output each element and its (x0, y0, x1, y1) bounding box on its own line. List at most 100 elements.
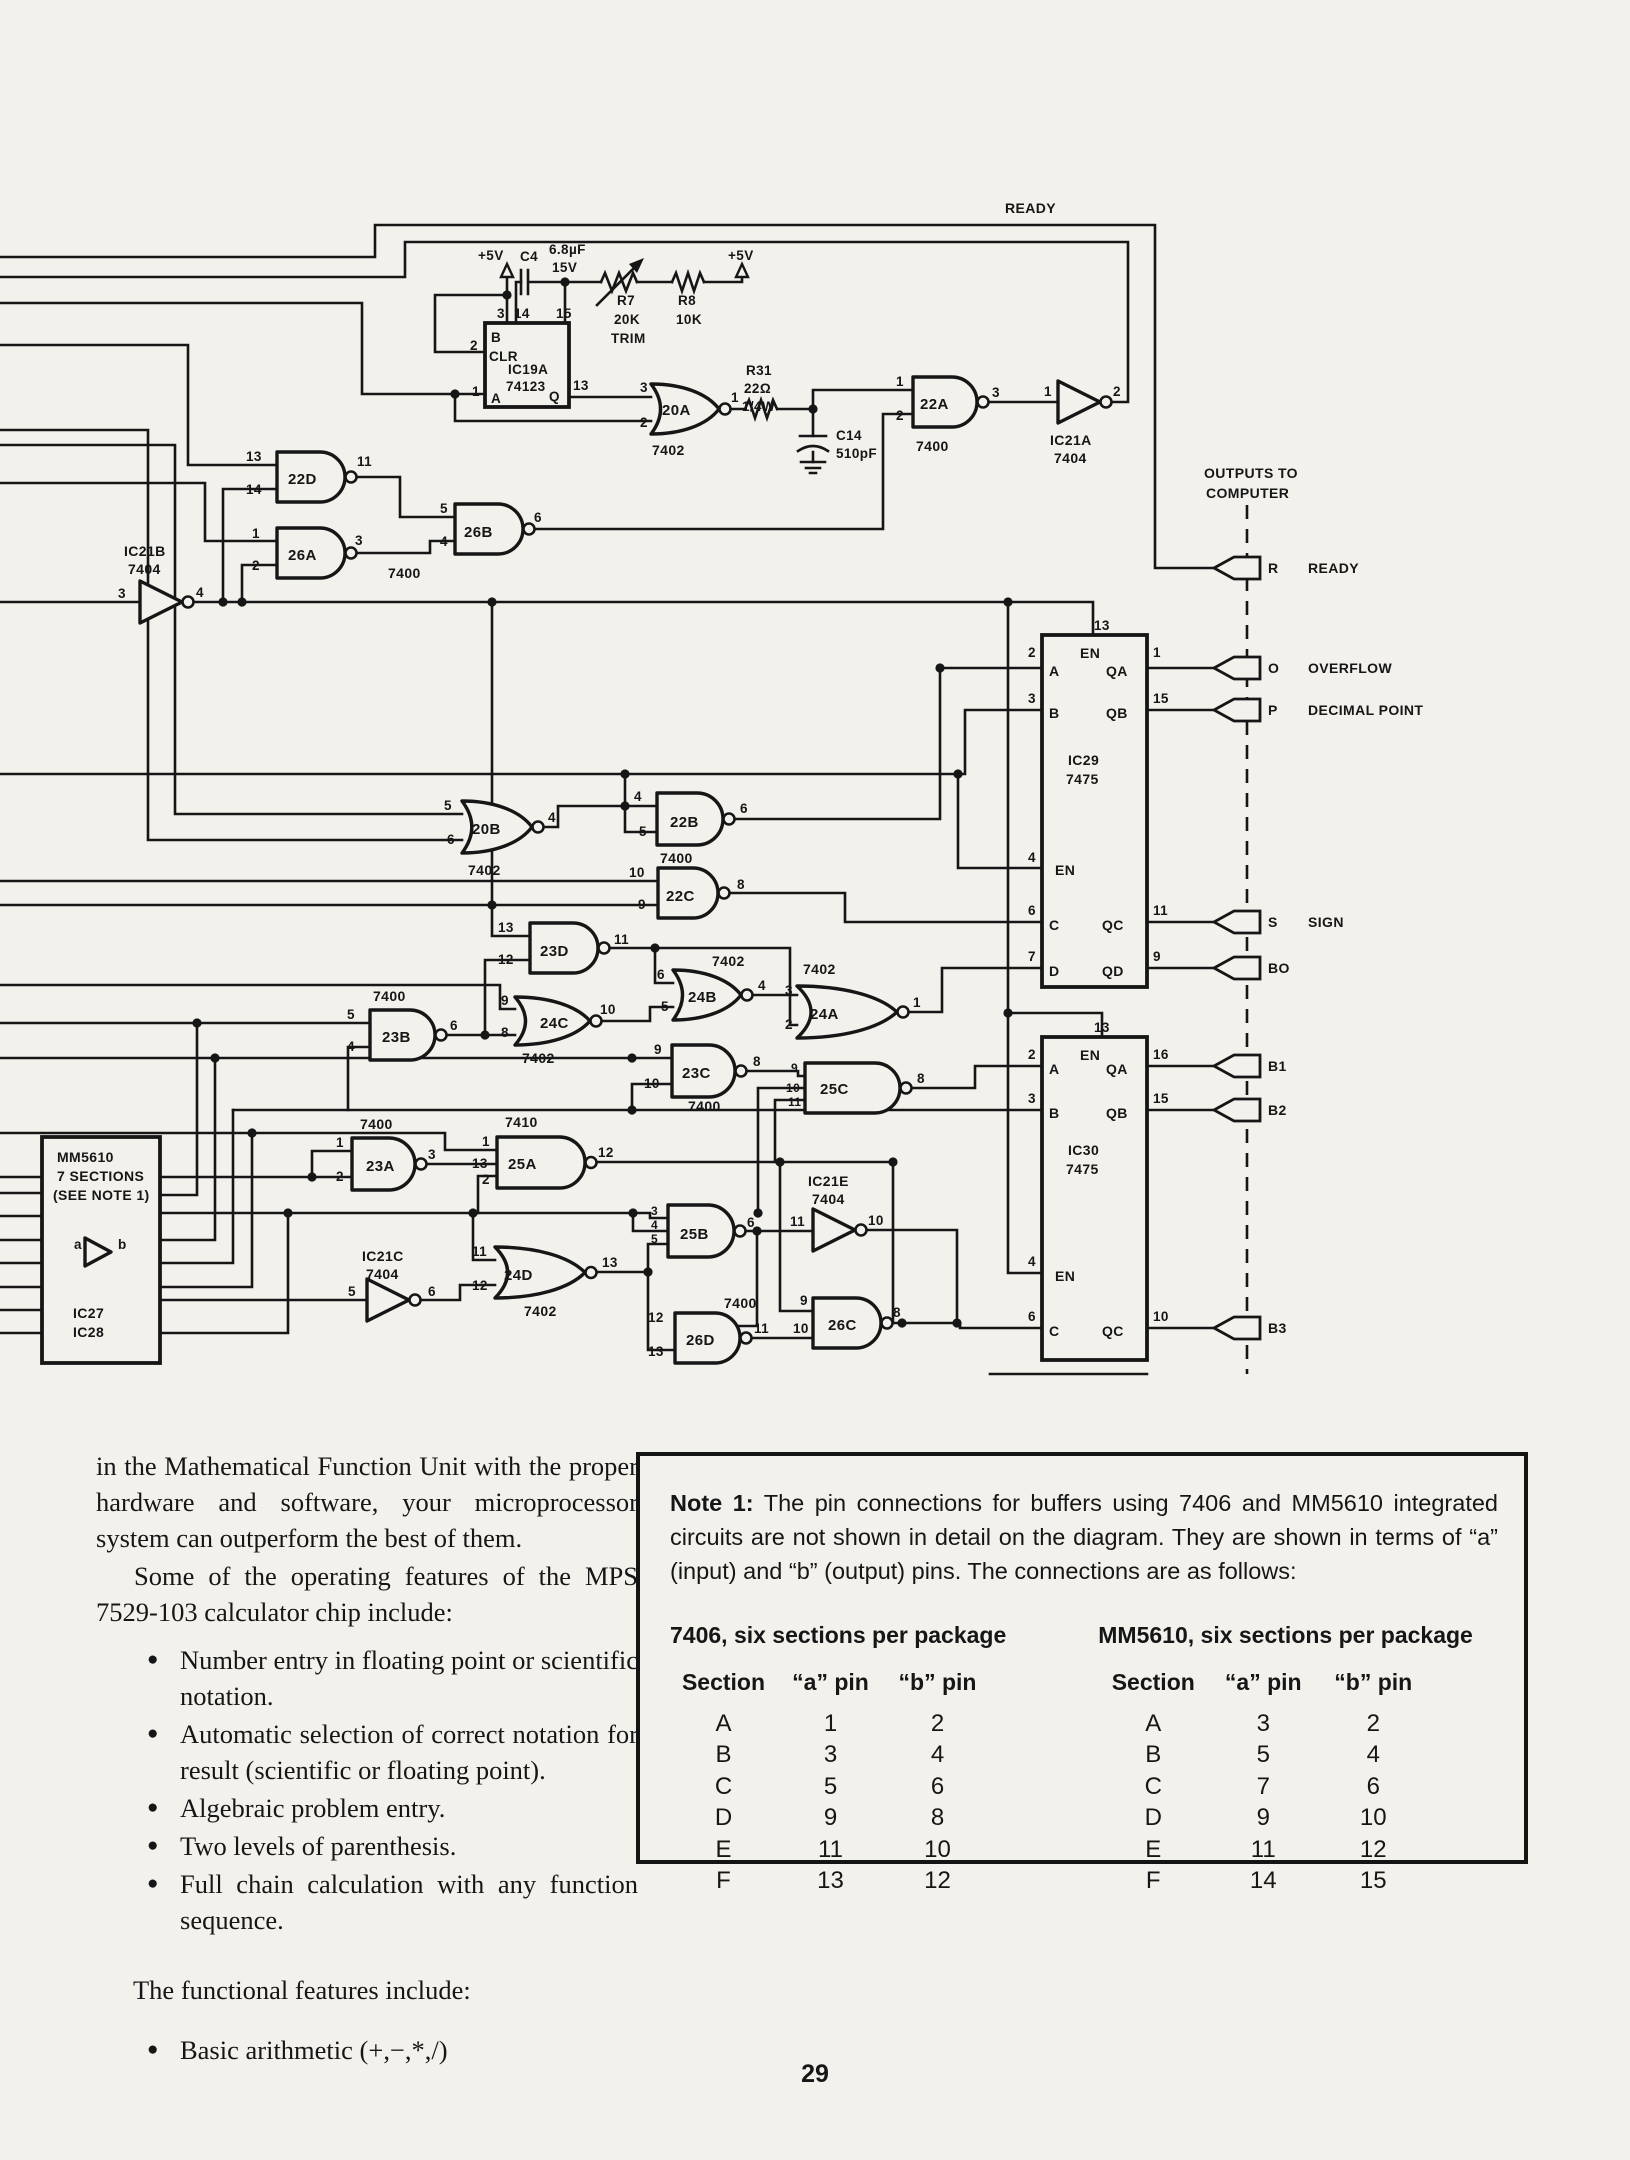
gate-bubble-25B (733, 1224, 747, 1238)
schematic-label: 4 (651, 1218, 658, 1232)
schematic-label: 7404 (366, 1266, 399, 1282)
schematic-label: EN (1055, 862, 1075, 878)
gate-bubble-20A (718, 402, 732, 416)
schematic-label: 10 (786, 1081, 800, 1095)
schematic-label: 24B (688, 989, 717, 1006)
ic-box-IC30 (1040, 1035, 1149, 1362)
schematic-label: 510pF (836, 446, 877, 461)
schematic-label: 23B (382, 1029, 411, 1046)
schematic-label: 10 (600, 1002, 616, 1017)
schematic-label: +5V (478, 248, 504, 263)
schematic-label: 3 (785, 983, 793, 998)
pin-table-cell: 3 (1256, 1709, 1270, 1737)
schematic-label: 13 (602, 1255, 618, 1270)
pin-table-cell: 3 (823, 1741, 838, 1769)
schematic-label: A (1049, 663, 1060, 679)
schematic-label: 9 (654, 1042, 662, 1057)
resistor-R31 (743, 395, 779, 423)
schematic-label: 7410 (505, 1114, 538, 1130)
schematic-label: 15 (1153, 691, 1169, 706)
feature-item: Full chain calculation with any function… (147, 1866, 638, 1938)
schematic-label: 4 (347, 1039, 355, 1054)
output-connector-O (1211, 655, 1262, 681)
schematic-label: 2 (336, 1169, 344, 1184)
gate-IC21A (1056, 379, 1102, 425)
schematic-label: IC29 (1068, 752, 1099, 768)
schematic-label: 25B (680, 1226, 709, 1243)
schematic-label: 7 (1028, 949, 1036, 964)
schematic-label: b (118, 1237, 127, 1252)
schematic-label: C14 (836, 428, 862, 443)
schematic-label: 13 (472, 1156, 488, 1171)
gate-20A (649, 382, 721, 436)
output-pin-S: S (1268, 914, 1278, 930)
output-connector-S (1211, 909, 1262, 935)
note-title: Note 1: (670, 1490, 754, 1516)
note-text: Note 1: The pin connections for buffers … (670, 1486, 1498, 1588)
pin-table-header: “a” pin (1224, 1669, 1302, 1695)
feature-item: Number entry in floating point or scient… (147, 1642, 638, 1714)
schematic-label: 7 SECTIONS (57, 1168, 144, 1184)
pin-table-cell: 11 (1250, 1835, 1276, 1863)
schematic-label: QB (1106, 1105, 1128, 1121)
schematic-label: 5 (347, 1007, 355, 1022)
gate-bubble-25C (899, 1081, 913, 1095)
schematic-label: 1/4W (742, 399, 775, 414)
schematic-label: 7475 (1066, 771, 1099, 787)
gate-bubble-22C (717, 886, 731, 900)
output-pin-O: O (1268, 660, 1279, 676)
pin-table-cell: F (716, 1867, 731, 1895)
schematic-label: QA (1106, 663, 1128, 679)
schematic-label: QC (1102, 917, 1124, 933)
schematic-label: 24A (810, 1006, 839, 1023)
ic-box-IC19A (483, 321, 571, 409)
output-label-R: READY (1308, 560, 1359, 576)
pin-table-cell: 10 (1359, 1804, 1387, 1832)
ground-symbol (799, 460, 827, 475)
schematic-label: IC30 (1068, 1142, 1099, 1158)
schematic-label: 5 (661, 999, 669, 1014)
schematic-label: EN (1080, 1047, 1100, 1063)
pin-table-cell: E (1145, 1835, 1162, 1863)
schematic-label: 11 (1153, 903, 1168, 918)
pin-table-cell: 10 (924, 1835, 951, 1863)
output-pin-B2: B2 (1268, 1102, 1287, 1118)
pin-table-cell: 15 (1359, 1867, 1387, 1895)
schematic-label: 8 (737, 877, 745, 892)
schematic-label: TRIM (611, 331, 646, 346)
output-connector-B2 (1211, 1097, 1262, 1123)
schematic-label: 2 (470, 338, 478, 353)
schematic-label: 20B (472, 821, 501, 838)
schematic-label: 4 (634, 789, 642, 804)
schematic-label: 26D (686, 1332, 715, 1349)
schematic-label: 4 (548, 810, 556, 825)
schematic-label: 5 (440, 501, 448, 516)
schematic-label: READY (1005, 200, 1056, 216)
output-pin-P: P (1268, 702, 1278, 718)
schematic-label: 9 (791, 1061, 798, 1075)
gate-bubble-25A (584, 1155, 598, 1170)
schematic-label: 24C (540, 1015, 569, 1032)
schematic-label: 3 (1028, 1091, 1036, 1106)
pin-table-title: 7406, six sections per package (670, 1622, 1007, 1648)
schematic-label: 11 (472, 1244, 487, 1259)
schematic-label: 11 (614, 932, 629, 947)
pin-table-cell: 14 (1249, 1867, 1277, 1895)
pin-table-cell: 9 (1256, 1804, 1270, 1832)
trim-arrowhead (629, 258, 644, 273)
schematic-label: 10 (644, 1076, 660, 1091)
schematic-label: 26B (464, 524, 493, 541)
feature-list: Number entry in floating point or scient… (96, 1642, 638, 1938)
supply-arrow (499, 261, 515, 279)
schematic-label: 3 (497, 306, 505, 321)
gate-bubble-23D (597, 941, 611, 955)
pin-table-cell: D (1144, 1804, 1162, 1832)
schematic-label: B (1049, 1105, 1060, 1121)
schematic-label: 1 (1044, 384, 1052, 399)
output-pin-R: R (1268, 560, 1279, 576)
